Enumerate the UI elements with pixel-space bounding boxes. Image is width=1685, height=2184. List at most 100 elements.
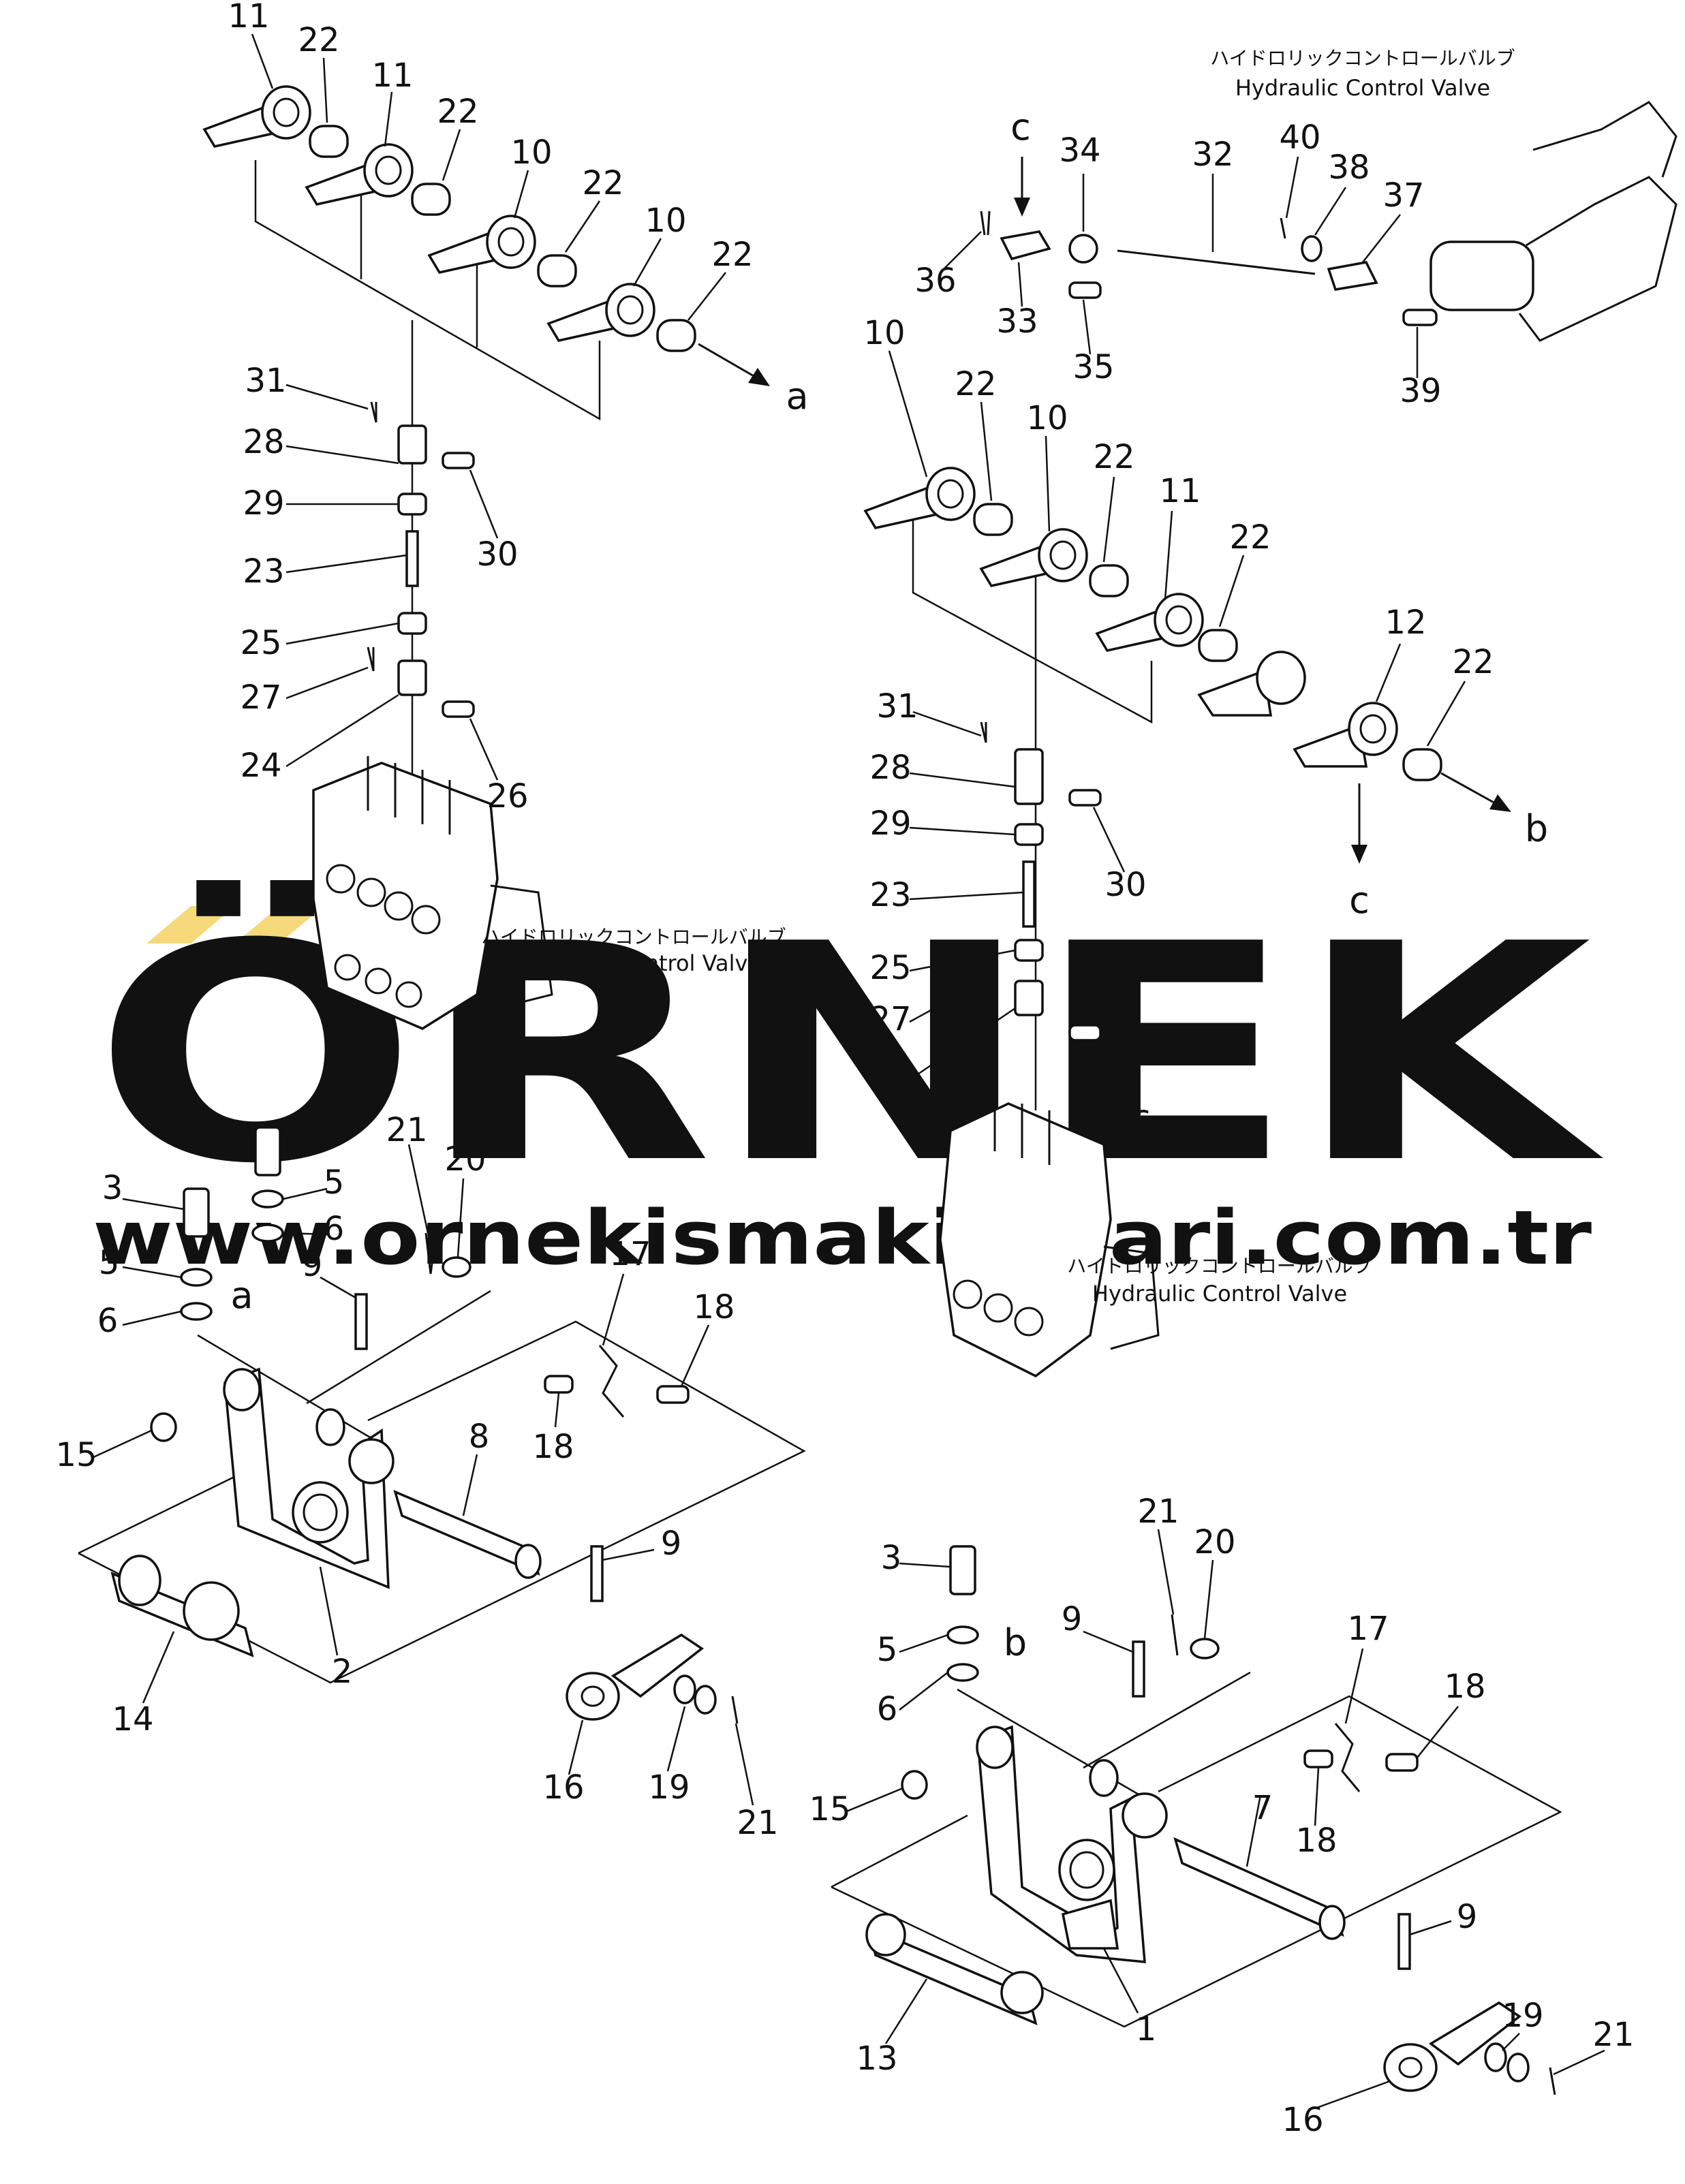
part-label: 1 (1136, 2010, 1157, 2048)
cotter-pin-31 (370, 401, 377, 423)
lever-10 (546, 283, 655, 342)
nut-29 (397, 493, 427, 516)
part-label: 12 (1385, 604, 1426, 642)
bushing-22 (1198, 629, 1238, 662)
cotter-pin-21 (1549, 2067, 1556, 2095)
part-label: 21 (386, 1111, 427, 1149)
leader-bracket (197, 1290, 491, 1446)
part-label: 38 (1328, 149, 1370, 187)
part-label: 8 (469, 1418, 490, 1456)
lever-12 (1293, 702, 1398, 768)
part-label: 15 (55, 1436, 97, 1474)
part-label: 19 (1502, 1997, 1543, 2035)
yoke-28 (1014, 748, 1044, 805)
bushing-22 (1402, 748, 1442, 781)
part-label: 27 (240, 678, 281, 717)
caption-hcv-top-right: ハイドロリックコントロールバルブ Hydraulic Control Valve (1210, 47, 1515, 101)
part-label: 19 (648, 1768, 690, 1807)
pedal-shaft-13 (865, 1913, 1044, 2025)
arrow-to-b (1440, 772, 1503, 809)
part-label: 13 (856, 2040, 897, 2078)
washer-6 (946, 1663, 979, 1682)
cotter-pin-21 (424, 1232, 437, 1275)
cotter-pin-27 (367, 646, 375, 672)
part-label: 11 (1159, 472, 1201, 510)
part-label: 18 (532, 1428, 574, 1466)
bushing-22 (1089, 564, 1129, 597)
part-label: 17 (609, 1235, 651, 1273)
caption-en: Hydraulic Control Valve (1235, 75, 1490, 101)
washer-19 (673, 1674, 696, 1704)
watermark-accent-right (235, 906, 324, 943)
pin-26 (1068, 1024, 1102, 1042)
labels-bottom-left: 4 3 5 6 5 6 21 20 9 17 18 18 15 8 9 2 14… (55, 1101, 778, 1842)
washer-38 (1301, 235, 1323, 262)
ref-b-top: b (1525, 807, 1548, 850)
part-label: 25 (869, 949, 911, 987)
cotter-pin-21 (1171, 1614, 1179, 1656)
part-label: 28 (243, 423, 284, 461)
labels-top-left: 11 22 11 22 10 22 10 22 31 28 29 30 23 2… (228, 0, 753, 815)
part-label: 31 (245, 362, 286, 400)
labels-bottom-right: 3 5 6 9 21 20 17 18 18 15 7 9 1 13 19 21… (809, 1493, 1634, 2139)
caption-en: Hydraulic Control Valve (506, 950, 761, 976)
ref-c-right: c (1349, 879, 1370, 922)
part-label: 6 (877, 1690, 898, 1728)
lever-11 (305, 143, 414, 206)
part-label: 23 (869, 876, 911, 914)
clevis-33 (1000, 230, 1051, 261)
leader-bracket (957, 1671, 1251, 1803)
washer-6 (180, 1302, 213, 1321)
bushing-22 (973, 503, 1013, 536)
shaft-7-end (1318, 1905, 1346, 1940)
bolt-39 (1402, 309, 1438, 326)
part-label: 10 (863, 314, 905, 352)
part-label: 29 (243, 484, 284, 522)
part-label: 22 (711, 236, 753, 274)
part-label: 29 (869, 805, 911, 843)
leader-bracket (912, 518, 1153, 724)
part-label: 6 (97, 1302, 119, 1340)
part-label: 22 (582, 164, 623, 202)
part-label: 22 (298, 21, 339, 59)
part-label: 16 (1282, 2101, 1323, 2139)
part-label: 10 (1026, 399, 1068, 437)
part-label: 28 (869, 749, 911, 787)
part-label: 22 (1229, 518, 1271, 557)
part-label: 11 (371, 57, 413, 95)
bolt-3 (183, 1187, 210, 1238)
lever-16 (1383, 2001, 1521, 2092)
cotter-pin-21 (731, 1696, 739, 1724)
lockwasher-5 (251, 1189, 284, 1208)
part-label: 18 (1444, 1668, 1485, 1706)
part-label: 9 (302, 1246, 323, 1284)
bracket-1 (976, 1725, 1168, 1963)
labels-top-right: 34 32 40 38 37 36 33 35 39 10 22 10 22 1… (863, 119, 1494, 1142)
pin-9 (1132, 1640, 1145, 1698)
pin-30 (442, 452, 475, 469)
part-label: 22 (1093, 438, 1134, 476)
part-label: 22 (437, 93, 478, 131)
part-label: 9 (1457, 1898, 1478, 1936)
part-label: 20 (1194, 1523, 1235, 1561)
ref-b-bottom: b (1004, 1621, 1027, 1664)
part-label: 17 (1347, 1610, 1389, 1648)
pin-9 (354, 1293, 368, 1350)
bolt-35 (1068, 281, 1102, 299)
washer-19 (1484, 2042, 1507, 2072)
bottom-left-assembly (78, 1126, 806, 1724)
pin-9 (590, 1545, 604, 1602)
ref-c-top: c (1010, 106, 1031, 149)
lever-11 (1095, 593, 1204, 652)
part-label: 34 (1059, 131, 1100, 170)
part-label: 18 (1295, 1822, 1337, 1860)
top-left-assembly (202, 85, 770, 1030)
hydraulic-control-valve (312, 756, 553, 1030)
shaft-8 (393, 1489, 540, 1576)
part-label: 31 (876, 687, 918, 726)
spring-pin-17 (598, 1345, 625, 1418)
part-label: 5 (99, 1244, 120, 1282)
washer-20 (442, 1256, 472, 1278)
bolt-18 (656, 1385, 690, 1404)
